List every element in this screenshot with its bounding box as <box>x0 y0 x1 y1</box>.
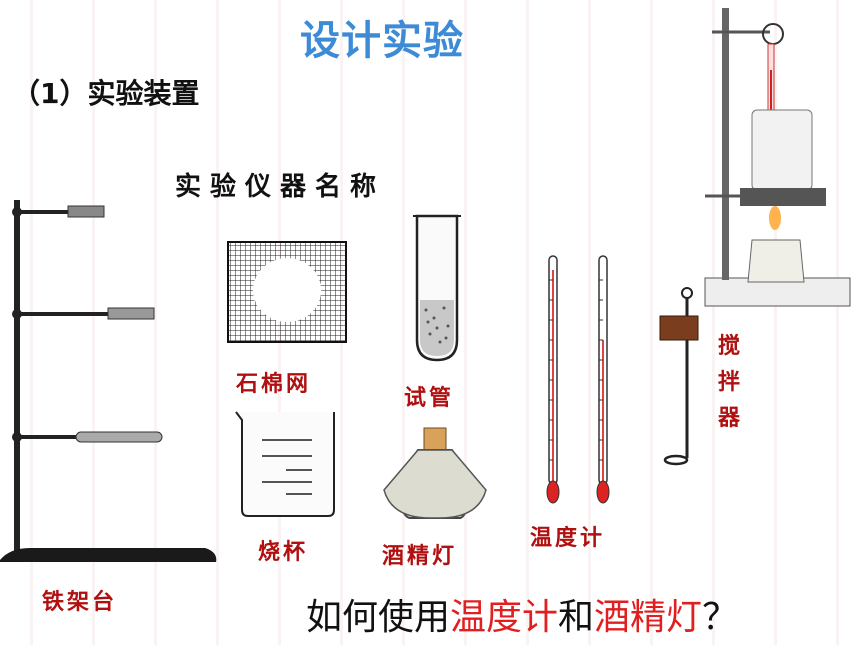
asbestos-net-illustration <box>227 241 347 343</box>
label-test-tube: 试管 <box>404 386 455 411</box>
section-heading: （1）实验装置 <box>12 77 200 110</box>
question-part-2: 和 <box>558 597 595 638</box>
highlight-thermometer: 温度计 <box>450 597 559 638</box>
thermometer-illustration <box>546 255 610 504</box>
label-stirrer-char-1: 搅 <box>718 334 744 359</box>
question-text: 如何使用温度计和酒精灯？ <box>306 588 738 640</box>
heating-apparatus-illustration <box>704 8 851 307</box>
label-iron-stand: 铁架台 <box>42 590 118 615</box>
label-stirrer-char-2: 拌 <box>718 370 744 395</box>
iron-stand-illustration <box>0 200 217 562</box>
slide-title: 设计实验 <box>300 18 464 64</box>
question-part-1: 如何使用 <box>306 597 451 638</box>
beaker-illustration <box>235 411 335 517</box>
label-beaker: 烧杯 <box>258 540 309 565</box>
label-thermometer: 温度计 <box>530 526 606 551</box>
question-part-3: ？ <box>702 597 739 638</box>
label-alcohol-lamp: 酒精灯 <box>382 544 458 569</box>
label-stirrer-char-3: 器 <box>718 406 744 431</box>
highlight-alcohol-lamp: 酒精灯 <box>594 597 703 638</box>
alcohol-lamp-illustration <box>383 427 487 519</box>
test-tube-illustration <box>413 214 461 362</box>
stirrer-illustration <box>659 287 699 466</box>
label-asbestos-net: 石棉网 <box>236 372 312 397</box>
instruments-heading: 实验仪器名称 <box>175 172 386 202</box>
